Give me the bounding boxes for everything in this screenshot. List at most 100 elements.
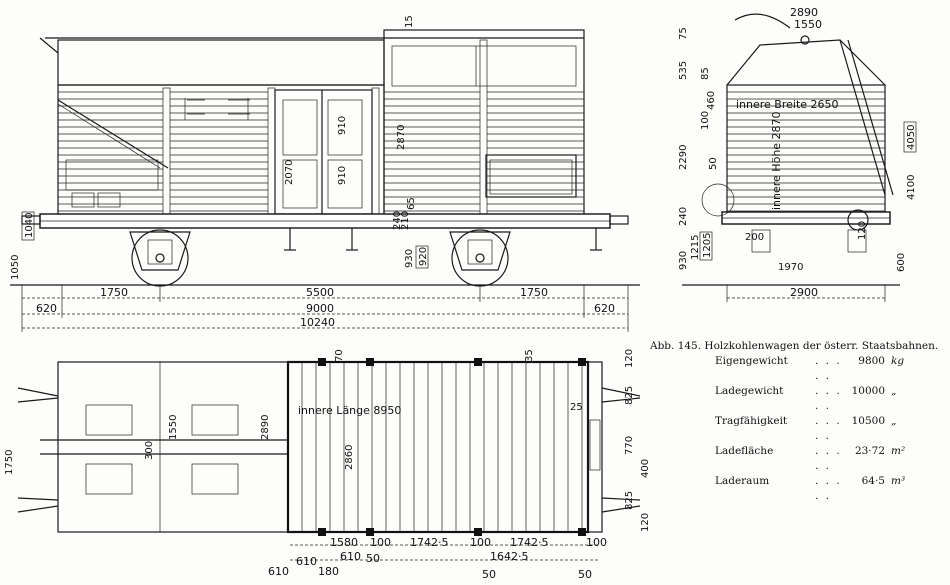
spec-label: Tragfähigkeit [715,415,788,427]
spec-leader: . . . . . [815,475,842,502]
spec-leader: . . . . . [815,355,842,382]
svg-text:innere Höhe 2870: innere Höhe 2870 [770,111,783,210]
spec-unit: kg [891,355,905,367]
caption: Abb. 145. Holzkohlenwagen der österr. St… [650,339,940,504]
svg-text:25: 25 [570,402,583,413]
svg-text:180: 180 [318,565,339,578]
svg-text:5500: 5500 [306,286,334,299]
spec-row: Ladefläche . . . . . 23·72 m² [715,444,940,474]
svg-text:610: 610 [268,565,289,578]
svg-text:100: 100 [370,536,391,549]
svg-text:930: 930 [404,249,415,268]
spec-unit: m² [891,445,906,457]
svg-text:1970: 1970 [778,262,803,273]
svg-text:300: 300 [144,441,155,460]
svg-text:100: 100 [470,536,491,549]
side-view: 15 2870 2070 910 910 210 240 65 930 920 … [10,15,640,332]
svg-text:825: 825 [624,491,635,510]
spec-unit: „ [891,385,897,397]
svg-text:1580: 1580 [330,536,358,549]
svg-text:210: 210 [400,211,411,230]
svg-text:620: 620 [594,302,615,315]
svg-text:50: 50 [482,568,496,581]
spec-value: 10000 [851,385,885,397]
svg-text:910: 910 [337,116,348,135]
svg-text:85: 85 [700,67,711,80]
svg-text:1050: 1050 [10,255,21,280]
svg-text:1550: 1550 [168,415,179,440]
svg-text:4050: 4050 [906,125,917,150]
svg-text:1750: 1750 [4,450,15,475]
svg-text:920: 920 [418,247,429,266]
svg-text:930: 930 [678,251,689,270]
svg-text:100: 100 [586,536,607,549]
spec-unit: m³ [891,475,906,487]
svg-text:610: 610 [340,550,361,563]
svg-text:825: 825 [624,386,635,405]
svg-text:100: 100 [700,111,711,130]
spec-leader: . . . . . [815,445,842,472]
end-view: innere Breite 2650 innere Höhe 2870 2890… [678,6,917,302]
svg-text:600: 600 [896,253,907,272]
spec-row: Eigengewicht . . . . . 9800 kg [715,354,940,384]
side-planks [58,91,584,212]
end-planks [727,91,885,212]
svg-text:1205: 1205 [702,233,713,258]
spec-value: 10500 [851,415,885,427]
svg-text:120: 120 [857,221,868,240]
svg-text:535: 535 [678,61,689,80]
wheel-right [449,229,511,287]
spec-label: Ladefläche [715,445,774,457]
svg-text:240: 240 [392,211,403,230]
svg-text:610: 610 [296,555,317,568]
spec-leader: . . . . . [815,415,842,442]
svg-text:35: 35 [524,349,535,362]
spec-value: 9800 [858,355,885,367]
svg-text:770: 770 [624,436,635,455]
svg-text:620: 620 [36,302,57,315]
svg-text:2890: 2890 [260,415,271,440]
spec-value: 64·5 [861,475,885,487]
svg-text:65: 65 [406,197,417,210]
svg-text:2070: 2070 [284,160,295,185]
svg-text:1742·5: 1742·5 [510,536,549,549]
spec-row: Ladegewicht. . . . .10000„ [715,384,940,414]
svg-text:innere Breite 2650: innere Breite 2650 [736,98,839,111]
svg-text:2870: 2870 [396,125,407,150]
svg-text:2860: 2860 [344,445,355,470]
svg-text:200: 200 [745,232,764,243]
svg-text:120: 120 [624,349,635,368]
svg-text:4100: 4100 [906,175,917,200]
svg-text:1040: 1040 [24,213,35,238]
svg-text:50: 50 [366,552,380,565]
svg-text:2890: 2890 [790,6,818,19]
spec-label: Laderaum [715,475,770,487]
svg-text:1750: 1750 [520,286,548,299]
wheel-left [129,229,191,287]
svg-text:1550: 1550 [794,18,822,31]
plan-view: innere Länge 8950 2860 2890 1550 300 175… [4,349,651,581]
svg-text:1750: 1750 [100,286,128,299]
svg-text:1215: 1215 [690,235,701,260]
svg-text:50: 50 [578,568,592,581]
spec-label: Eigengewicht [715,355,788,367]
svg-text:120: 120 [640,513,651,532]
svg-text:400: 400 [640,459,651,478]
spec-unit: „ [891,415,897,427]
svg-text:innere Länge 8950: innere Länge 8950 [298,404,401,417]
svg-text:70: 70 [334,349,345,362]
spec-value: 23·72 [854,445,885,457]
svg-text:1742·5: 1742·5 [410,536,449,549]
svg-text:460: 460 [706,91,717,110]
svg-text:1642·5: 1642·5 [490,550,529,563]
svg-text:75: 75 [678,27,689,40]
caption-title: Abb. 145. Holzkohlenwagen der österr. St… [650,340,939,352]
svg-text:15: 15 [404,15,415,28]
svg-text:2290: 2290 [678,145,689,170]
svg-text:2900: 2900 [790,286,818,299]
svg-text:240: 240 [678,207,689,226]
spec-row: Tragfähigkeit . . . . . 10500 „ [715,414,940,444]
spec-row: Laderaum . . . . . 64·5 m³ [715,474,940,504]
